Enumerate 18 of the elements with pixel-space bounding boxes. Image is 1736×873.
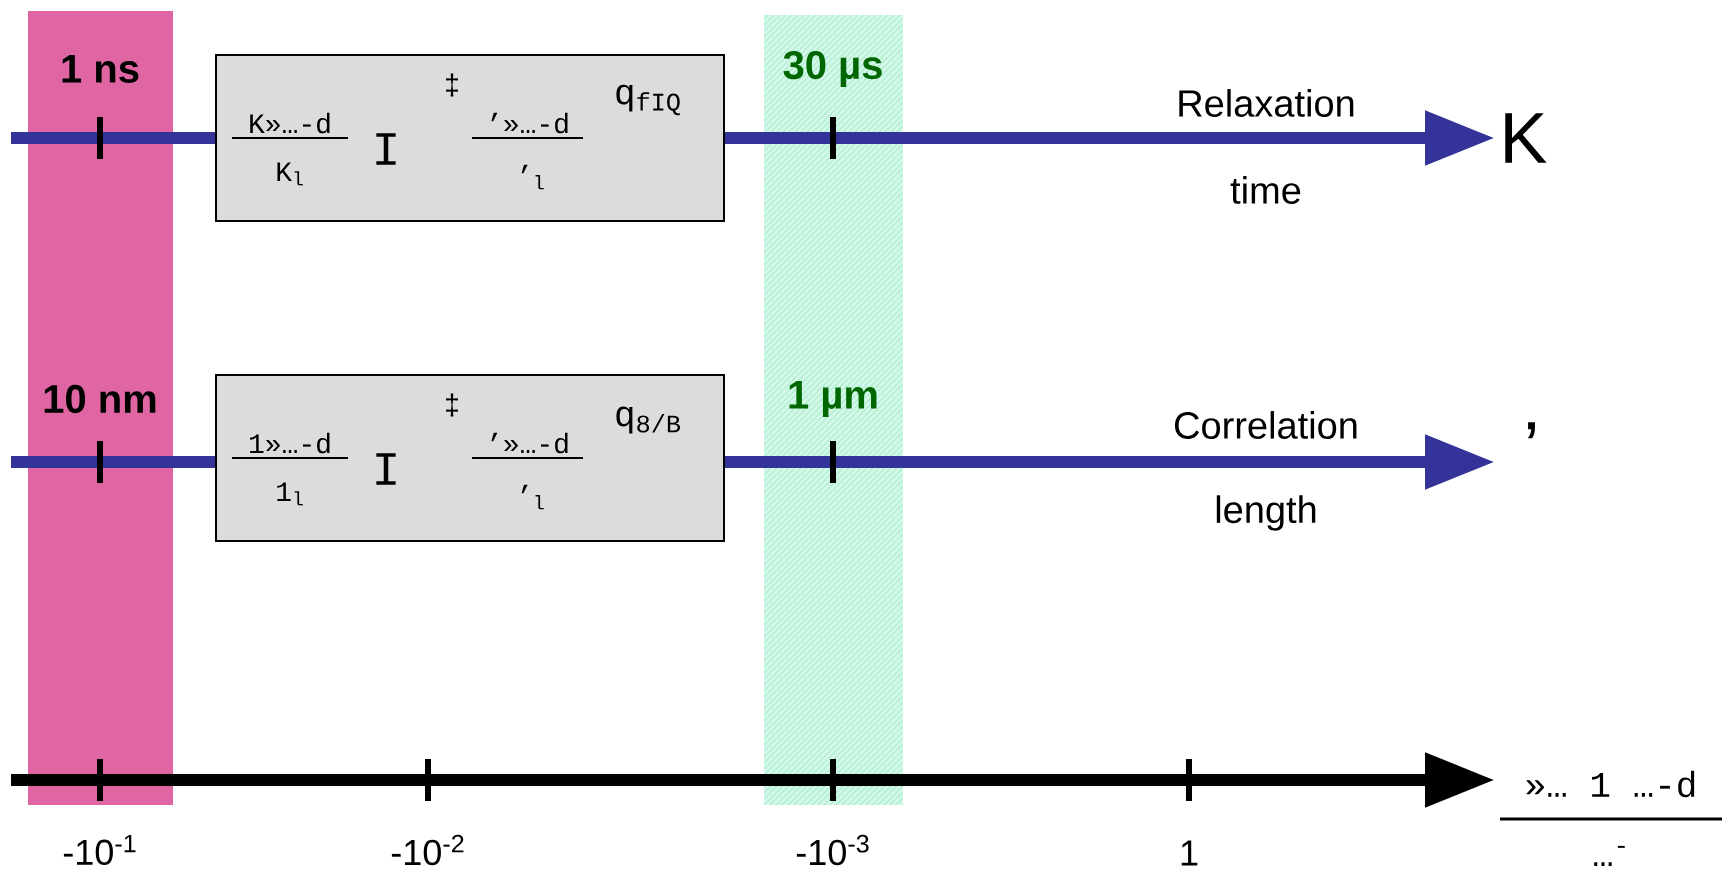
band-label: 30 µs	[783, 50, 882, 88]
band-label: 1 µm	[789, 381, 877, 417]
axis-symbol: ’	[1527, 422, 1535, 439]
tick-label: -10$^{-2}$	[391, 834, 464, 866]
tick-label: -10$^{-1}$	[63, 834, 136, 866]
formula-box: K»…-d K$_{l}$ I ‡ ’»…-d ’$_{l}$ q$_{fIQ}$	[215, 54, 725, 222]
band-label: 10 nm	[44, 384, 156, 414]
axis-label: length	[1216, 495, 1316, 531]
axis-unit: »… 1 …-d	[1526, 770, 1695, 798]
band-label: 1 ns	[62, 55, 139, 83]
axis-unit: …$^{-}$	[1594, 845, 1625, 867]
tick-label: 1	[1181, 840, 1198, 866]
axis-label: time	[1230, 176, 1301, 204]
axis-label: Correlation	[1175, 411, 1357, 439]
tick-label: -10$^{-3}$	[796, 834, 869, 866]
axis-symbol: K	[1505, 113, 1547, 163]
axis-label: Relaxation	[1179, 89, 1354, 117]
formula-box: 1»…-d 1$_{l}$ I ‡ ’»…-d ’$_{l}$ q$_{8/B}$	[215, 374, 725, 542]
